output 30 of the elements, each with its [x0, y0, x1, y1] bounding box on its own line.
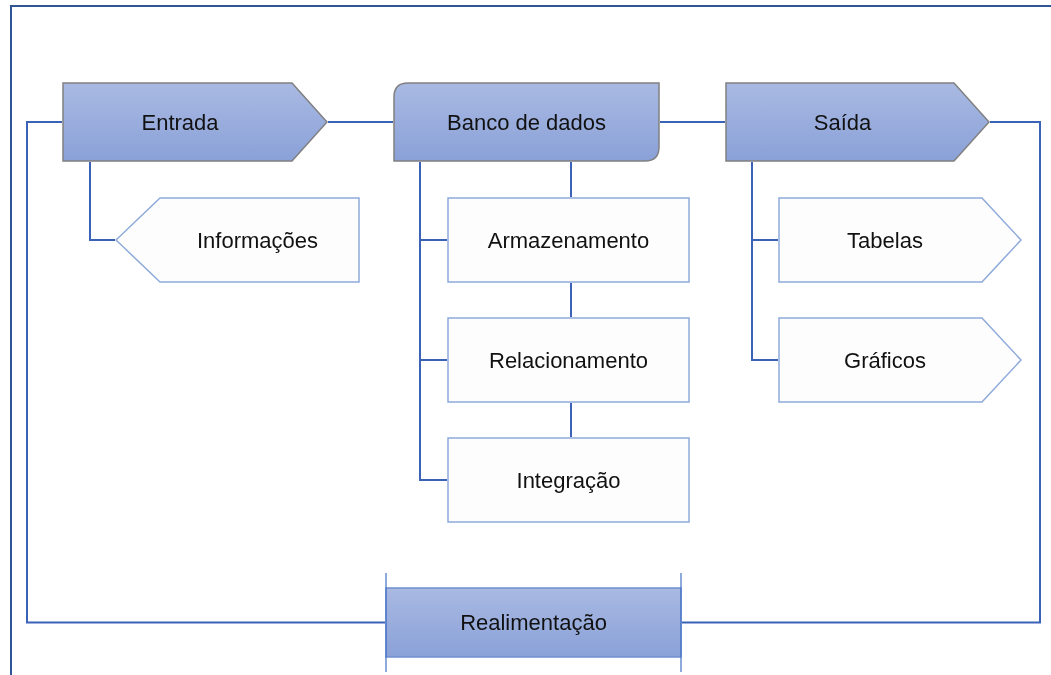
node-label: Entrada	[141, 108, 219, 137]
node-label: Informações	[196, 226, 319, 255]
stage-box	[393, 82, 660, 162]
item-box	[447, 197, 690, 283]
item-arrow-box	[115, 197, 360, 283]
item-box	[447, 437, 690, 523]
item-arrow-box	[778, 197, 1022, 283]
connector-line	[570, 161, 572, 198]
node-label: Realimentação	[460, 609, 607, 637]
feedback-box	[385, 573, 682, 672]
node-label: Relacionamento	[489, 346, 648, 375]
node-label: Tabelas	[847, 226, 923, 255]
node-label: Saída	[813, 108, 872, 137]
item-box	[447, 317, 690, 403]
connector-line	[419, 161, 448, 481]
node-label: Banco de dados	[447, 108, 606, 137]
node-label: Gráficos	[844, 346, 926, 375]
connector-line	[659, 121, 726, 123]
node-label: Integração	[516, 466, 621, 495]
stage-arrow-box	[725, 82, 990, 162]
connector-line	[570, 402, 572, 438]
connector-line	[26, 121, 386, 624]
connector-line	[570, 282, 572, 318]
connector-line	[681, 121, 1041, 624]
stage-arrow-box	[62, 82, 328, 162]
connector-line	[89, 161, 116, 241]
item-arrow-box	[778, 317, 1022, 403]
connector-line	[751, 161, 779, 361]
connector-line	[327, 121, 394, 123]
node-label: Armazenamento	[487, 226, 650, 255]
